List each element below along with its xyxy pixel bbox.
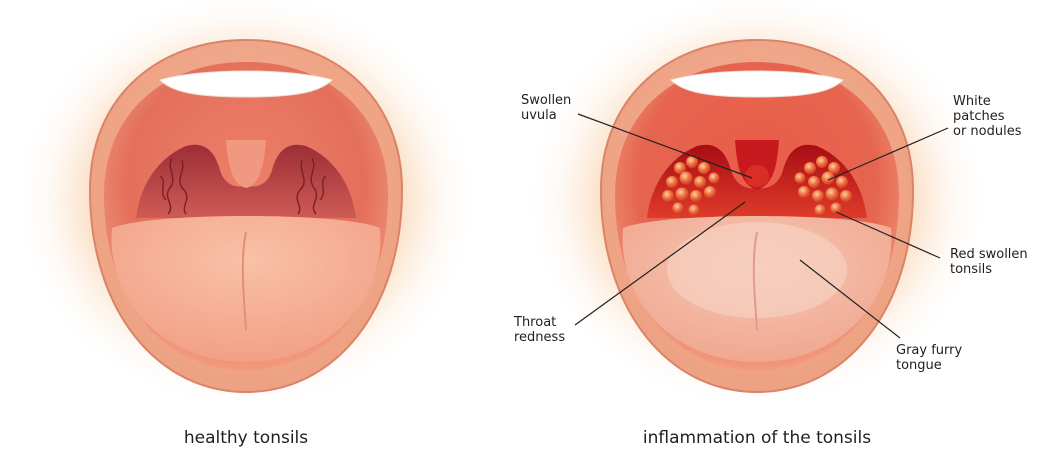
callout-line: Gray furry (896, 343, 962, 358)
callout-line: patches (953, 109, 1005, 124)
healthy-caption: healthy tonsils (184, 428, 308, 448)
inflamed-panel: Swollen uvula White patches or nodules R… (513, 0, 1032, 448)
callout-line: White (953, 94, 991, 109)
callout-gray-furry-tongue: Gray furry tongue (896, 343, 966, 373)
callout-line: or nodules (953, 124, 1022, 139)
callout-line: Swollen (521, 93, 571, 108)
callout-line: tongue (896, 358, 942, 373)
callout-line: tonsils (950, 262, 992, 277)
uvula-tip (745, 165, 769, 187)
callout-red-swollen-tonsils: Red swollen tonsils (950, 247, 1032, 277)
callout-white-patches: White patches or nodules (953, 94, 1022, 139)
callout-throat-redness: Throat redness (513, 315, 565, 345)
callout-line: Throat (513, 315, 556, 330)
callout-line: uvula (521, 108, 557, 123)
callout-line: redness (514, 330, 565, 345)
callout-line: Red swollen (950, 247, 1028, 262)
inflamed-caption: inflammation of the tonsils (643, 428, 871, 448)
healthy-panel: healthy tonsils (14, 0, 478, 448)
